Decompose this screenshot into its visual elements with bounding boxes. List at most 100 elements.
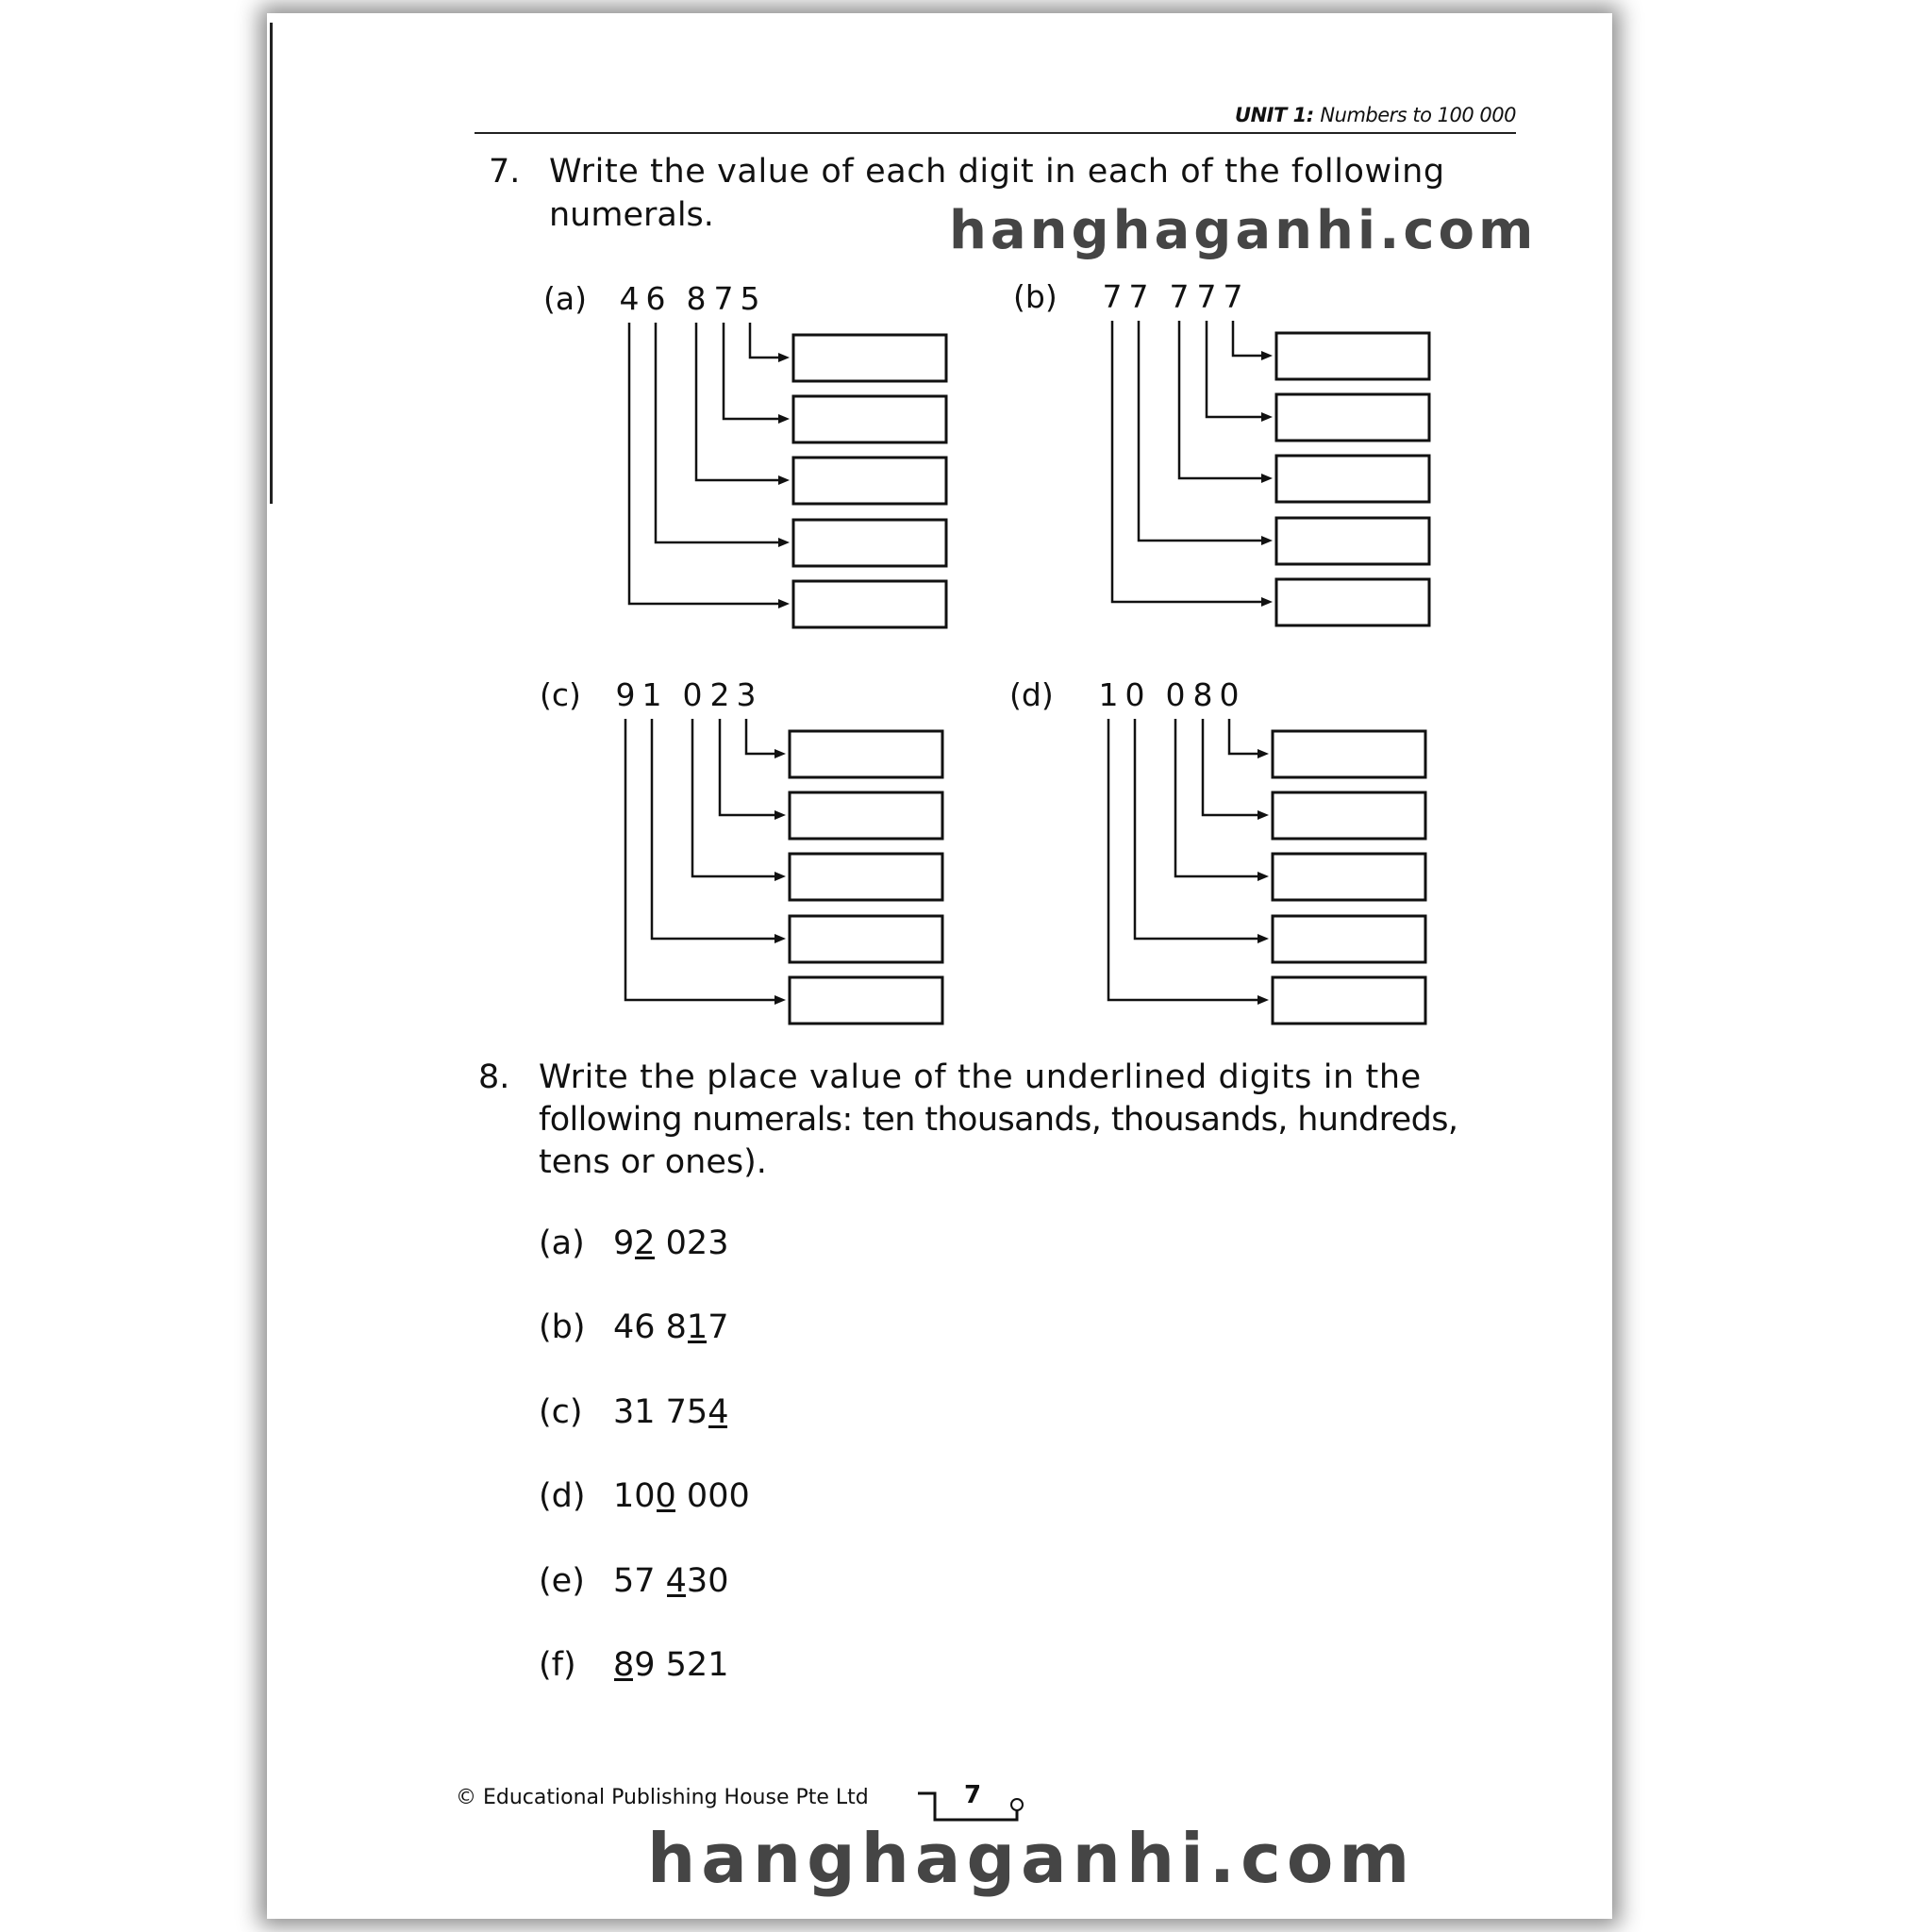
arrow-head xyxy=(778,414,790,424)
connector-line xyxy=(1110,321,1265,604)
arrow-head xyxy=(774,934,786,943)
q8-line2: following numerals: ten thousands, thous… xyxy=(539,1101,1458,1139)
connector-line xyxy=(624,719,778,1002)
watermark-top: hanghaganhi.com xyxy=(949,200,1538,261)
watermark-bottom: hanghaganhi.com xyxy=(647,1819,1416,1898)
item-numeral: 100 000 xyxy=(613,1477,750,1515)
connector-line xyxy=(691,719,778,878)
connector-line xyxy=(1107,719,1261,1002)
digit: 1 xyxy=(642,676,662,713)
digit-underline xyxy=(635,1257,655,1259)
digit: 7 xyxy=(1224,278,1243,315)
answer-space[interactable] xyxy=(849,1644,1509,1688)
q7-line2: numerals. xyxy=(549,196,714,234)
digit: 8 xyxy=(687,280,707,317)
digit: 6 xyxy=(646,280,666,317)
answer-box[interactable] xyxy=(1271,729,1427,779)
arrow-head xyxy=(774,810,786,820)
answer-box[interactable] xyxy=(1274,331,1431,381)
item-label: (c) xyxy=(539,1393,583,1431)
connector-line xyxy=(744,719,778,756)
answer-space[interactable] xyxy=(849,1475,1509,1519)
item-numeral: 89 521 xyxy=(613,1646,729,1684)
answer-box[interactable] xyxy=(1274,392,1431,442)
arrow-head xyxy=(778,475,790,485)
q8-number: 8. xyxy=(478,1058,510,1096)
answer-space[interactable] xyxy=(849,1307,1509,1350)
digit-underline xyxy=(614,1678,634,1681)
answer-box[interactable] xyxy=(791,333,948,383)
copyright: © Educational Publishing House Pte Ltd xyxy=(456,1786,869,1809)
arrow-head xyxy=(774,995,786,1005)
digit-underline xyxy=(656,1509,675,1512)
answer-box[interactable] xyxy=(1271,975,1427,1025)
header-rule xyxy=(475,132,1516,134)
answer-box[interactable] xyxy=(1274,516,1431,566)
digit: 8 xyxy=(1193,676,1213,713)
digit: 7 xyxy=(1197,278,1217,315)
digit-underline xyxy=(708,1425,728,1428)
arrow-head xyxy=(1257,934,1269,943)
item-label: (b) xyxy=(539,1308,586,1346)
arrow-head xyxy=(1261,597,1273,607)
part-label: (d) xyxy=(1009,676,1054,713)
unit-header: UNIT 1: Numbers to 100 000 xyxy=(1235,104,1516,126)
answer-box[interactable] xyxy=(1274,454,1431,504)
digit: 3 xyxy=(737,676,757,713)
q8-line1: Write the place value of the underlined … xyxy=(539,1058,1422,1096)
answer-box[interactable] xyxy=(788,975,944,1025)
worksheet-page xyxy=(267,13,1612,1919)
answer-space[interactable] xyxy=(849,1560,1509,1604)
answer-box[interactable] xyxy=(788,914,944,964)
answer-box[interactable] xyxy=(788,791,944,841)
answer-box[interactable] xyxy=(1271,852,1427,902)
answer-box[interactable] xyxy=(791,394,948,444)
answer-space[interactable] xyxy=(849,1223,1509,1266)
digit: 9 xyxy=(616,676,636,713)
item-label: (d) xyxy=(539,1477,586,1515)
answer-box[interactable] xyxy=(1274,577,1431,627)
arrow-head xyxy=(1257,995,1269,1005)
arrow-head xyxy=(774,749,786,758)
answer-box[interactable] xyxy=(788,852,944,902)
connector-line xyxy=(1205,321,1265,419)
digit: 1 xyxy=(1099,676,1119,713)
connector-line xyxy=(1227,719,1261,756)
arrow-head xyxy=(1257,749,1269,758)
arrow-head xyxy=(778,353,790,362)
q7-number: 7. xyxy=(489,153,521,191)
arrow-head xyxy=(1261,536,1273,545)
arrow-head xyxy=(1257,872,1269,881)
connector-line xyxy=(694,323,782,482)
digit: 4 xyxy=(620,280,640,317)
digit: 0 xyxy=(1166,676,1186,713)
digit: 5 xyxy=(741,280,760,317)
answer-box[interactable] xyxy=(788,729,944,779)
digit-underline xyxy=(666,1594,686,1597)
answer-box[interactable] xyxy=(791,579,948,629)
part-label: (a) xyxy=(543,280,587,317)
digit: 0 xyxy=(683,676,703,713)
digit: 0 xyxy=(1220,676,1240,713)
connector-line xyxy=(1177,321,1265,480)
digit: 7 xyxy=(1103,278,1123,315)
connector-line xyxy=(1231,321,1265,358)
item-numeral: 46 817 xyxy=(613,1308,729,1346)
answer-box[interactable] xyxy=(1271,791,1427,841)
unit-label: UNIT 1: xyxy=(1235,104,1314,126)
answer-box[interactable] xyxy=(1271,914,1427,964)
part-label: (b) xyxy=(1013,278,1058,315)
page-number-bracket xyxy=(918,1791,1024,1822)
item-numeral: 57 430 xyxy=(613,1562,729,1600)
answer-space[interactable] xyxy=(849,1391,1509,1435)
connector-line xyxy=(1201,719,1261,817)
connector-line xyxy=(654,323,782,544)
answer-box[interactable] xyxy=(791,456,948,506)
connector-line xyxy=(1174,719,1261,878)
answer-box[interactable] xyxy=(791,518,948,568)
arrow-head xyxy=(778,599,790,608)
connector-line xyxy=(722,323,782,421)
item-numeral: 31 754 xyxy=(613,1393,729,1431)
arrow-head xyxy=(1261,351,1273,360)
